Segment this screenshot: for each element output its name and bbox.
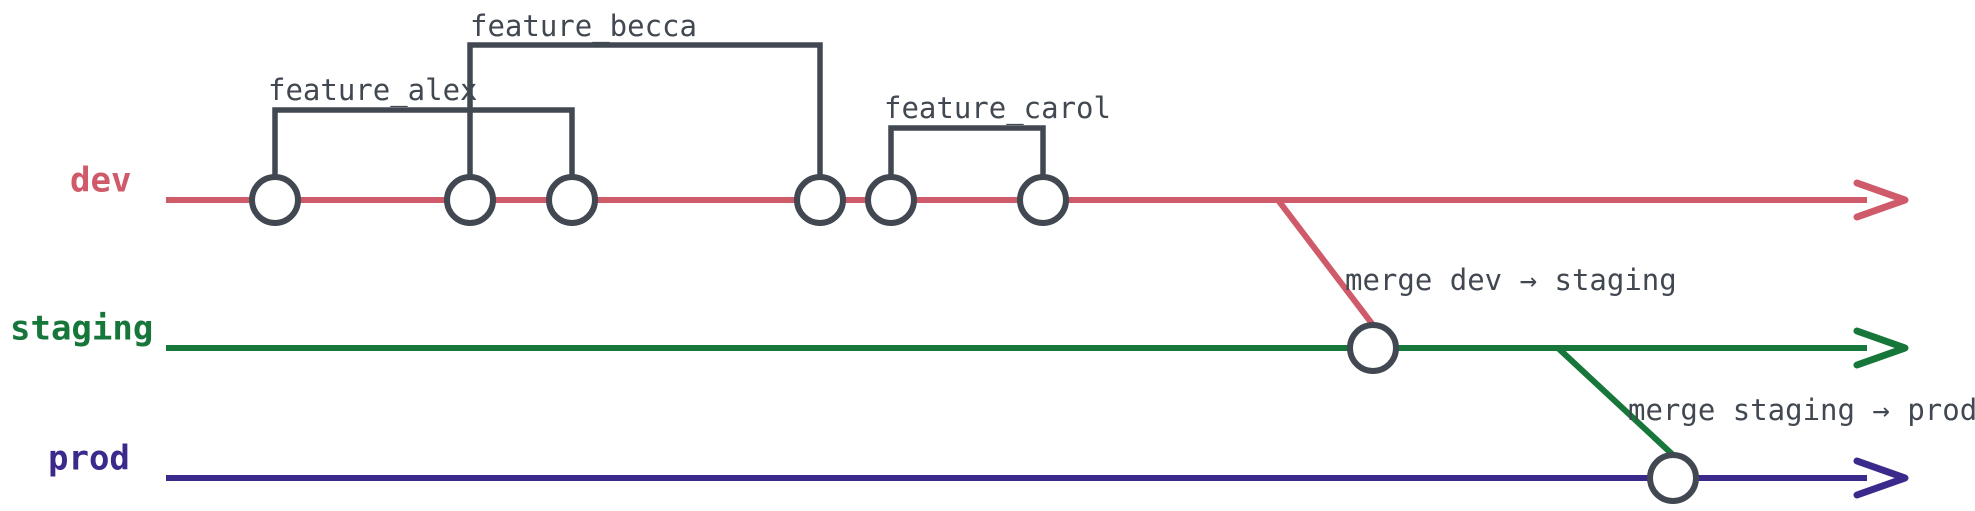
- feature-label-feature_becca: feature_becca: [470, 9, 697, 44]
- feature-bracket-feature_becca: [467, 42, 823, 177]
- merge-label-merge-staging-prod: merge staging → prod: [1628, 393, 1975, 427]
- text-labels-group: dev staging prod feature_alex feature_beccaf…: [10, 9, 1975, 479]
- merge-connector-merge-dev-staging: [1275, 198, 1376, 327]
- branch-arrowhead-prod: [1853, 457, 1909, 499]
- commit-node[interactable]: [1647, 452, 1699, 504]
- merge-lines-group: [1275, 198, 1676, 458]
- branch-arrowhead-dev: [1853, 179, 1909, 221]
- merge-label-merge-dev-staging: merge dev → staging: [1345, 263, 1677, 297]
- branch-arrowhead-staging: [1853, 327, 1909, 369]
- branch-name-dev: dev: [70, 161, 131, 201]
- commit-node[interactable]: [546, 174, 598, 226]
- commit-nodes-group: [249, 174, 1699, 504]
- branch-name-prod: prod: [48, 439, 130, 479]
- feature-label-feature_alex: feature_alex: [268, 73, 478, 108]
- feature-bracket-feature_alex: [272, 107, 575, 177]
- merge-connector-merge-staging-prod: [1555, 345, 1676, 458]
- commit-node[interactable]: [865, 174, 917, 226]
- branch-lines-group: [166, 179, 1909, 499]
- commit-node[interactable]: [794, 174, 846, 226]
- commit-node[interactable]: [1347, 322, 1399, 374]
- feature-bracket-feature_carol: [888, 125, 1046, 177]
- commit-node[interactable]: [1017, 174, 1069, 226]
- commit-node[interactable]: [249, 174, 301, 226]
- commit-node[interactable]: [444, 174, 496, 226]
- branch-name-staging: staging: [10, 309, 153, 349]
- feature-brackets-group: [272, 42, 1046, 177]
- feature-label-feature_carol: feature_carol: [884, 91, 1111, 126]
